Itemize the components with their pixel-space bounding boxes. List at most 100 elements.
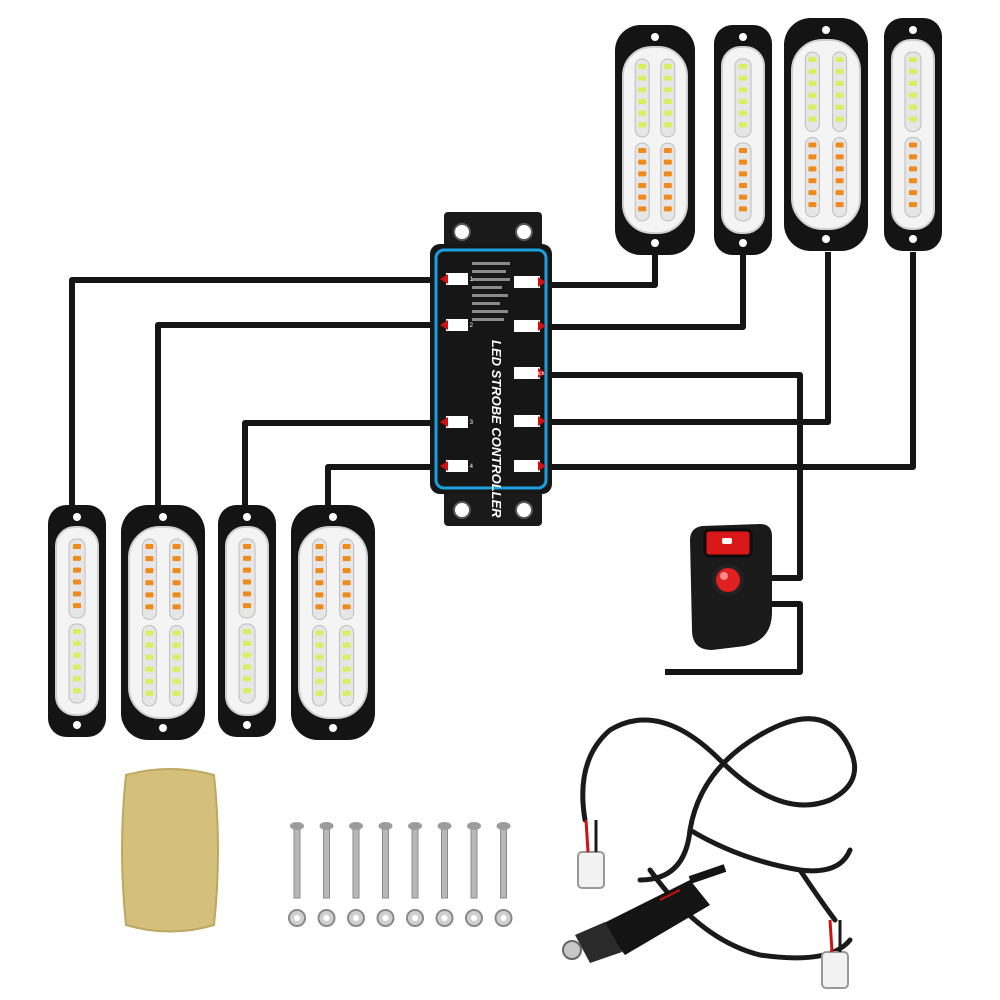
green-led <box>73 629 81 634</box>
amber-led <box>172 544 181 549</box>
green-led <box>73 688 81 694</box>
controller-mount-top <box>444 212 542 252</box>
green-led <box>638 99 647 104</box>
wire-output-1 <box>69 277 432 505</box>
bolt-7 <box>465 822 483 927</box>
green-led <box>909 80 917 86</box>
green-led <box>835 92 844 98</box>
amber-led <box>243 603 251 609</box>
amber-led <box>663 206 672 212</box>
green-led <box>808 80 817 86</box>
green-led <box>663 75 672 81</box>
amber-led <box>909 142 917 148</box>
wire-power-switch <box>552 372 803 581</box>
amber-led <box>835 190 844 196</box>
amber-led <box>172 592 181 598</box>
wire-output-8 <box>552 252 916 470</box>
amber-led <box>739 159 747 165</box>
port-right-5: Output 8 <box>514 460 546 472</box>
green-led <box>145 690 154 696</box>
amber-led <box>808 202 817 208</box>
green-led <box>909 92 917 98</box>
amber-led <box>172 604 181 610</box>
green-led <box>835 80 844 86</box>
controller-instructions <box>472 262 510 321</box>
amber-led <box>73 603 81 609</box>
amber-led <box>739 183 747 188</box>
amber-led <box>342 592 351 598</box>
green-led <box>73 676 81 682</box>
green-led <box>243 629 251 634</box>
green-led <box>172 678 181 684</box>
wire-output-4 <box>325 464 432 505</box>
strobe-light-3 <box>784 18 868 251</box>
green-led <box>243 664 251 670</box>
connector-plug-1 <box>577 851 605 889</box>
amber-led <box>835 142 844 148</box>
amber-led <box>808 166 817 172</box>
port-label: Output 6 <box>515 324 534 330</box>
cigarette-lighter-plug <box>562 864 727 963</box>
port-left-1: Output 1 <box>440 273 474 285</box>
amber-led <box>663 148 672 153</box>
green-led <box>638 87 647 93</box>
amber-led <box>808 142 817 148</box>
amber-led <box>342 544 351 549</box>
green-led <box>145 630 154 636</box>
green-led <box>73 652 81 658</box>
bolt-3 <box>347 822 365 927</box>
wire-switch-out <box>665 601 803 675</box>
bolt-2 <box>317 822 336 927</box>
green-led <box>243 676 251 682</box>
amber-led <box>145 568 154 574</box>
bolt-8 <box>494 822 513 927</box>
amber-led <box>243 591 251 597</box>
amber-led <box>808 154 817 160</box>
port-label: Output 7 <box>515 419 534 425</box>
amber-led <box>638 206 647 212</box>
strobe-lights-top <box>615 18 942 255</box>
connector-plug-2 <box>821 951 849 989</box>
rocker-switch <box>690 524 772 650</box>
green-led <box>663 110 672 116</box>
amber-led <box>835 166 844 172</box>
wire-output-5 <box>552 252 658 288</box>
green-led <box>835 68 844 74</box>
green-led <box>739 75 747 81</box>
amber-led <box>909 202 917 208</box>
amber-led <box>663 183 672 188</box>
amber-led <box>342 604 351 610</box>
amber-led <box>835 154 844 160</box>
green-led <box>342 666 351 672</box>
controller-body <box>430 244 552 494</box>
wire-output-2 <box>155 322 432 505</box>
strobe-light-7 <box>218 505 276 737</box>
bolt-6 <box>435 822 454 927</box>
green-led <box>342 630 351 636</box>
amber-led <box>638 148 647 153</box>
amber-led <box>909 190 917 196</box>
amber-led <box>73 579 81 585</box>
port-label: Output 8 <box>515 464 534 470</box>
port-label: Output 5 <box>515 280 534 286</box>
amber-led <box>739 206 747 212</box>
green-led <box>909 68 917 74</box>
amber-led <box>638 159 647 165</box>
strobe-light-6 <box>121 505 205 740</box>
bolt-set <box>288 822 513 927</box>
green-led <box>145 654 154 660</box>
port-right-3: Power switch <box>514 367 546 379</box>
green-led <box>172 642 181 648</box>
green-led <box>835 104 844 110</box>
green-led <box>243 652 251 658</box>
amber-led <box>145 592 154 598</box>
amber-led <box>909 166 917 172</box>
amber-led <box>145 580 154 586</box>
amber-led <box>172 556 181 562</box>
green-led <box>315 690 324 696</box>
strobe-light-1 <box>615 25 695 255</box>
amber-led <box>835 178 844 184</box>
